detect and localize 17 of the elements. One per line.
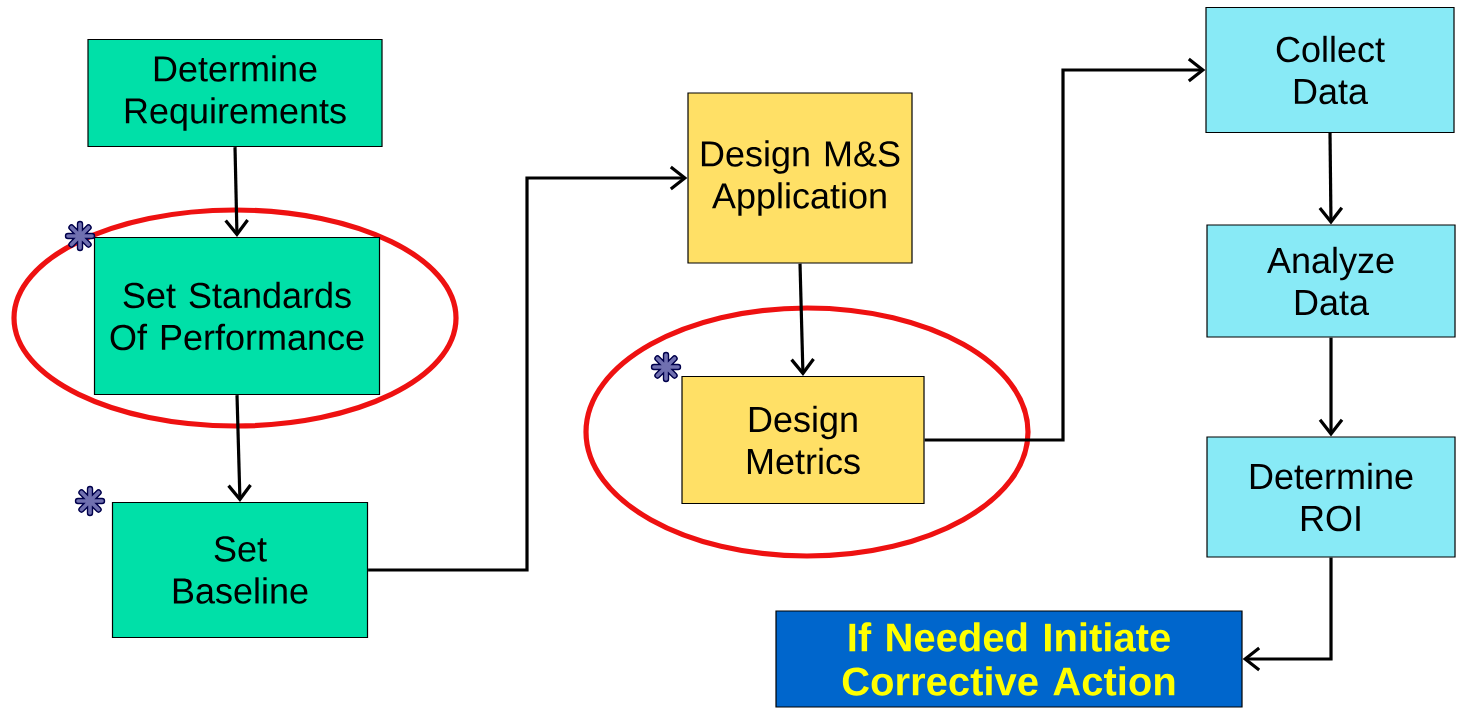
arrow — [1318, 133, 1344, 225]
arrow — [368, 165, 688, 572]
process-box: Set Standards Of Performance — [93, 236, 381, 396]
process-box: Analyze Data — [1206, 224, 1456, 338]
arrow — [790, 263, 815, 376]
process-box: Determine Requirements — [87, 38, 383, 148]
arrow — [224, 147, 249, 237]
action-box: If Needed Initiate Corrective Action — [775, 610, 1243, 708]
process-box: Design M&S Application — [687, 92, 913, 264]
process-box: Determine ROI — [1206, 436, 1456, 558]
arrow — [924, 57, 1206, 442]
arrow — [1318, 337, 1344, 437]
arrow — [1242, 557, 1333, 672]
process-box: Set Baseline — [111, 501, 369, 639]
process-box: Collect Data — [1205, 6, 1455, 134]
process-box: Design Metrics — [681, 375, 925, 505]
arrow — [227, 395, 252, 502]
